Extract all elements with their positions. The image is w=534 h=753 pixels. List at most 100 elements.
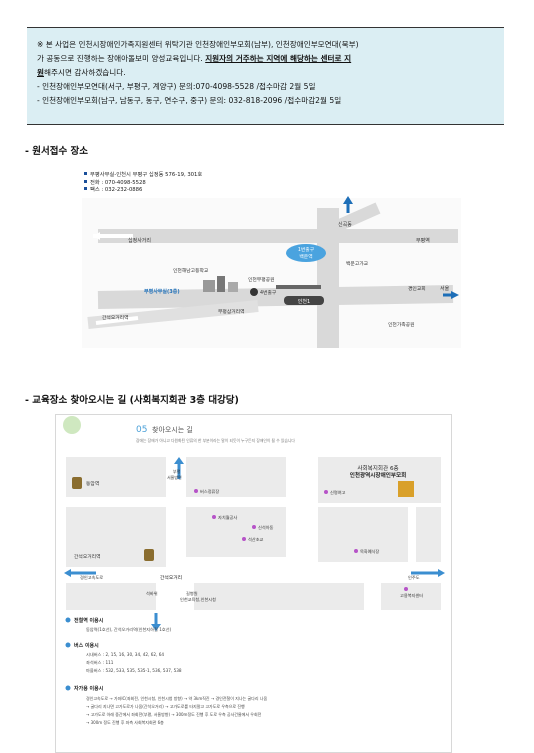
- notice-item-2: - 인천장애인부모회(남구, 남동구, 동구, 연수구, 중구) 문의: 032…: [37, 96, 342, 105]
- bullet-icon: [84, 180, 87, 183]
- block: [318, 457, 441, 503]
- header-title: 찾아오시는 길: [152, 425, 193, 434]
- bullet-icon: [84, 187, 87, 190]
- label-sipjeong-crossing: 십정사거리: [128, 237, 151, 244]
- building-icon: [217, 276, 225, 292]
- header-subtitle: 장애는 장애가 아니고 다원화된 인류의 한 부분이라는 말이 되듯이 누구든지…: [136, 438, 295, 443]
- notice-line-3: 원해주시면 감사하겠습니다.: [37, 68, 126, 77]
- label-incheon-road: 인주도: [408, 574, 420, 581]
- label-bupyeong-crossing: 부평삼거리역: [218, 308, 244, 315]
- label-family-park: 인천가족공원: [388, 321, 414, 328]
- notice-box: ※ 본 사업은 인천시장애인가족지원센터 위탁기관 인천장애인부모회(남부), …: [27, 27, 504, 125]
- label-sinseok: 신석아동: [258, 524, 274, 531]
- target-building-line1: 사회복지회관 6층: [357, 464, 398, 472]
- rail-icon: [276, 285, 321, 289]
- label-seokbawi: 석바위: [146, 590, 158, 597]
- baegun-station-label: 백운역: [299, 253, 312, 260]
- arrow-head: [438, 569, 445, 577]
- label-school: 인천해남고등학교: [173, 267, 209, 274]
- label-bupyeong-station: 부평역: [416, 237, 430, 244]
- block: [66, 457, 166, 497]
- bullet-icon: [84, 172, 87, 175]
- exit-4-label: 4번출구: [260, 289, 277, 296]
- arrow-head: [64, 569, 71, 577]
- block: [381, 583, 441, 610]
- line1-badge: [284, 296, 324, 305]
- exit-4-icon: [250, 288, 258, 296]
- bus-seat: 좌석버스 : 111: [86, 659, 114, 666]
- block: [416, 507, 441, 562]
- car-line-4: → 300m 정도 진행 후 좌측 사회복지회관 6층: [86, 719, 164, 725]
- road-main: [97, 285, 454, 309]
- label-overpass: 백운고가교: [346, 260, 369, 267]
- label-gil-hospital: 길병원: [186, 590, 198, 596]
- place-marker-icon: [212, 515, 216, 519]
- arrow-left-bottom: [95, 316, 139, 325]
- subway-station-icon: [144, 549, 154, 561]
- application-office-map: 부평사무실-인천시 부평구 십정동 576-19, 301호 전화 : 070-…: [78, 168, 461, 348]
- label-wedding-hall: 목화예식장: [360, 548, 379, 555]
- car-line-3: → 고가도로 아래 중간에서 좌회전(부평, 서울방향) → 300m정도 진행…: [86, 711, 262, 717]
- label-sinmyeong-school: 신명여고: [330, 489, 346, 496]
- subway-text: 동암역(1호선), 간석오거리역(인천지하철 1호선): [86, 626, 172, 633]
- label-ganseok-crossing: 간석오거리: [160, 574, 182, 581]
- notice-line-1: ※ 본 사업은 인천시장애인가족지원센터 위탁기관 인천장애인부모회(남부), …: [37, 40, 359, 49]
- notice-item-1: - 인천장애인부모연대(서구, 부평구, 계양구) 문의:070-4098-55…: [37, 82, 316, 91]
- subway-station-icon: [72, 477, 82, 489]
- label-seoul-direction: 서울방면: [167, 474, 182, 480]
- label-north-direction: 신곡동: [338, 221, 352, 228]
- label-office: 부평사무실(3층): [144, 288, 180, 295]
- header-leaf-icon: [63, 416, 81, 434]
- arrow-head: [151, 624, 161, 631]
- map1-drawing: 부평사무실-인천시 부평구 십정동 576-19, 301호 전화 : 070-…: [82, 170, 461, 348]
- block: [66, 583, 156, 610]
- road-northeast: [330, 202, 381, 234]
- place-marker-icon: [354, 549, 358, 553]
- map2-drawing: 05 찾아오시는 길 장애는 장애가 아니고 다원화된 인류의 한 부분이라는 …: [63, 416, 445, 725]
- target-building-icon: [398, 481, 414, 497]
- place-marker-icon: [404, 587, 408, 591]
- target-building-line2: 인천광역시장애인부모회: [350, 471, 407, 479]
- exit-1-label: 1번출구: [298, 246, 315, 253]
- block: [186, 507, 286, 557]
- bullet-icon: [65, 617, 71, 623]
- label-bus-stop: 버스정류장: [200, 488, 219, 495]
- label-bupyeong: 부평: [173, 468, 181, 474]
- notice-line-2: 가 공동으로 진행하는 장애아돌보미 양성교육입니다. 지원자의 거주하는 지역…: [37, 54, 352, 63]
- place-marker-icon: [324, 490, 328, 494]
- label-seoul: 서울: [440, 285, 450, 292]
- arrow-head: [451, 291, 459, 299]
- office-phone: 전화 : 070-4098-5528: [90, 179, 146, 186]
- block: [318, 507, 408, 562]
- block: [186, 457, 286, 497]
- subway-title: 전철역 이용시: [74, 617, 104, 624]
- place-marker-icon: [194, 489, 198, 493]
- office-address: 부평사무실-인천시 부평구 십정동 576-19, 301호: [90, 170, 202, 178]
- car-line-2: → 굴다리 지나면 고가도로가 나옴(간석오거리) → 고가도로를 타지말고 고…: [86, 703, 245, 709]
- car-title: 자가용 이용시: [74, 685, 104, 692]
- label-ganseok-station: 간석오거리역: [74, 553, 100, 560]
- section-heading-directions: - 교육장소 찾아오시는 길 (사회복지회관 3층 대강당): [25, 395, 239, 406]
- bullet-icon: [65, 642, 71, 648]
- arrow-head: [343, 196, 353, 204]
- place-marker-icon: [252, 525, 256, 529]
- block: [194, 583, 364, 610]
- bus-village: 마을버스 : 532, 533, 535, 535-1, 536, 537, 5…: [86, 667, 182, 674]
- label-expressway: 경인고속도로: [80, 574, 103, 581]
- car-line-1: 경인고속도로 → 가좌IC(좌회전, 인천시청, 인천시청 방향) → 약 3k…: [86, 695, 267, 701]
- label-city-hall: 인천교육청,인천시청: [180, 596, 216, 603]
- arrow-head: [174, 457, 184, 464]
- label-line1: 인천1: [298, 298, 310, 305]
- bullet-icon: [65, 685, 71, 691]
- notice-emphasis-2: 원: [37, 68, 44, 77]
- venue-directions-map: 05 찾아오시는 길 장애는 장애가 아니고 다원화된 인류의 한 부분이라는 …: [55, 414, 452, 753]
- building-icon: [228, 282, 238, 292]
- office-fax: 팩스 : 032-232-0886: [90, 185, 143, 193]
- place-marker-icon: [242, 537, 246, 541]
- label-park: 인천부평공원: [248, 276, 274, 283]
- building-icon: [203, 280, 215, 292]
- baegun-station-badge: [286, 244, 326, 262]
- bus-title: 버스 이용시: [74, 642, 99, 649]
- label-ganseok-station: 간석오거리역: [102, 314, 128, 321]
- header-number: 05: [136, 425, 147, 435]
